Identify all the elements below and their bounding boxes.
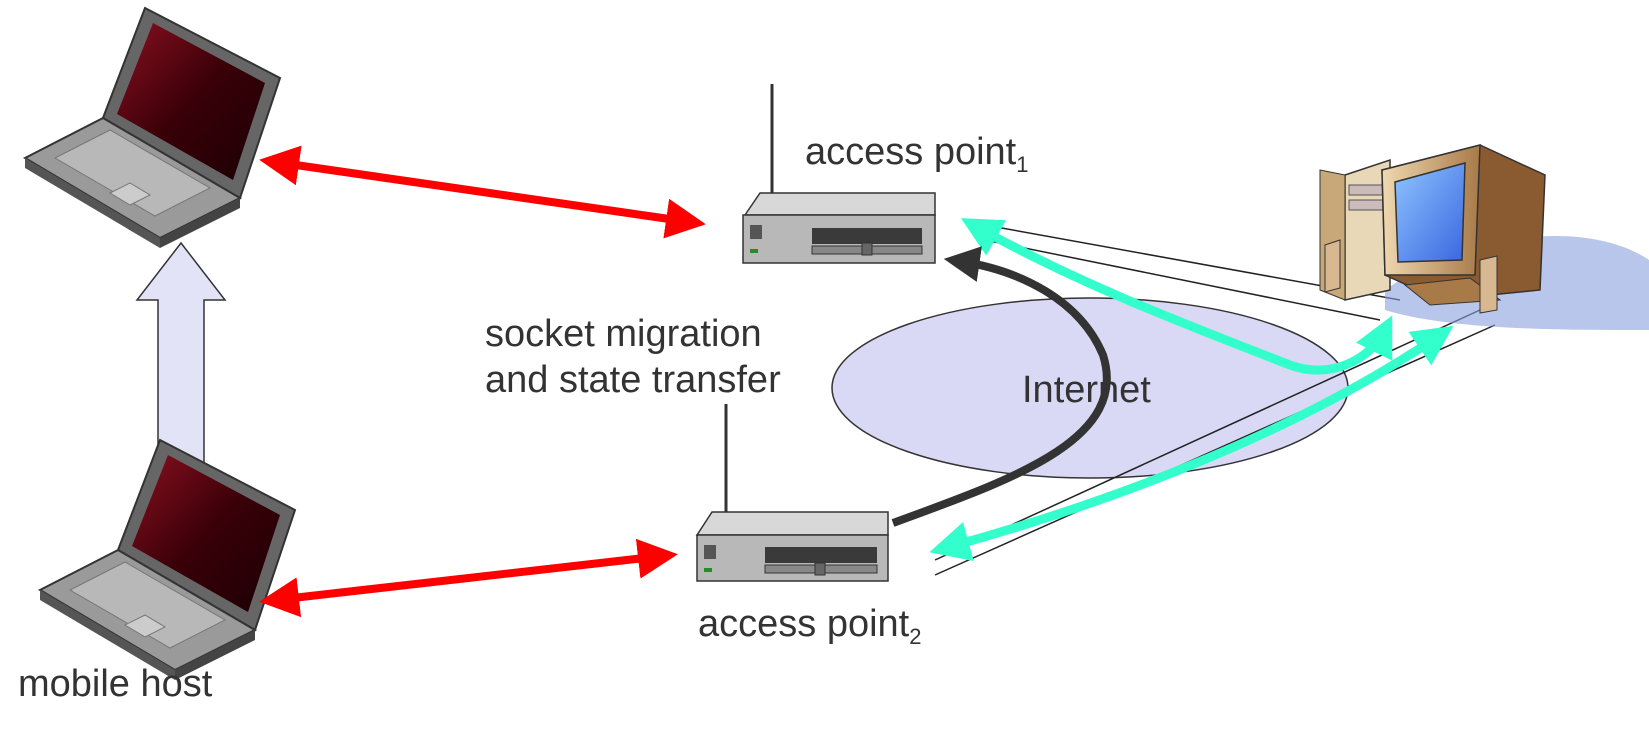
wireless-link-2 — [259, 538, 678, 618]
access-point-1-label: access point1 — [805, 131, 1029, 177]
laptop-icon — [37, 438, 297, 680]
socket-migration-label: socket migration and state transfer — [485, 312, 781, 403]
state-transfer-arrow — [891, 246, 1111, 527]
internet-label: Internet — [1022, 369, 1151, 411]
desktop-computer-icon — [1319, 144, 1649, 330]
mobile-host-label: mobile host — [18, 663, 213, 705]
wireless-link-1 — [259, 145, 706, 239]
access-point-icon — [695, 404, 889, 582]
socket-migration-line1: socket migration — [485, 313, 762, 355]
move-arrow — [135, 241, 227, 469]
laptop-icon — [22, 6, 282, 248]
data-flow-ap2 — [929, 325, 1454, 562]
access-point-icon — [742, 84, 936, 264]
access-point-2-label: access point2 — [698, 603, 922, 649]
socket-migration-line2: and state transfer — [485, 358, 781, 401]
